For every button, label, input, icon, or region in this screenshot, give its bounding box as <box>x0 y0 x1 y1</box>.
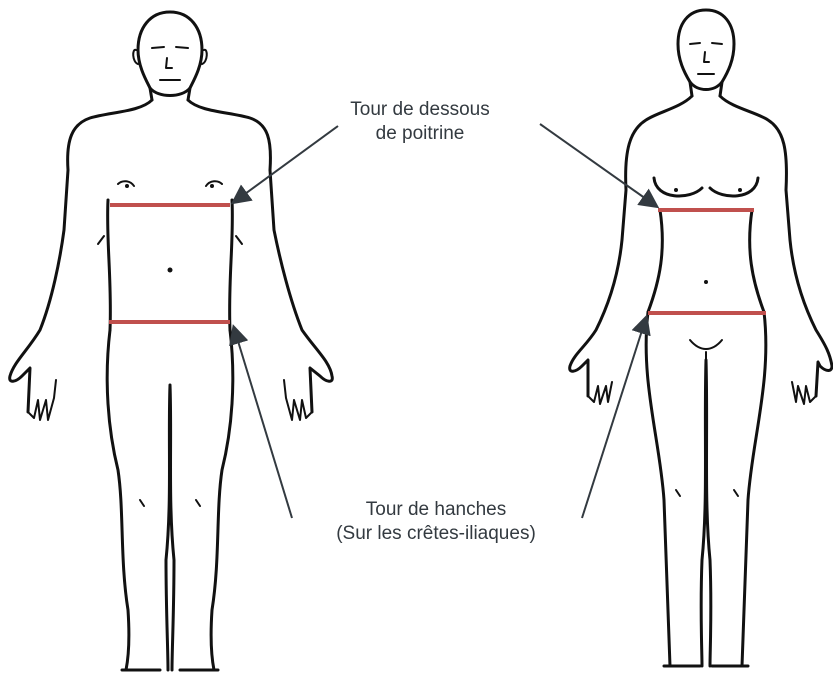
hips-label: Tour de hanches (Sur les crêtes-iliaques… <box>296 498 576 546</box>
male-figure <box>10 12 333 670</box>
hips-label-line2: (Sur les crêtes-iliaques) <box>296 522 576 546</box>
measurement-lines <box>109 205 766 322</box>
arrow-hips-male <box>234 328 292 518</box>
arrow-hips-female <box>582 318 646 518</box>
under-bust-label-line1: Tour de dessous <box>330 98 510 122</box>
under-bust-label: Tour de dessous de poitrine <box>330 98 510 146</box>
arrow-under-bust-female <box>540 124 656 206</box>
hips-label-line1: Tour de hanches <box>296 498 576 522</box>
arrow-under-bust-male <box>234 126 338 202</box>
female-figure <box>570 10 832 666</box>
under-bust-label-line2: de poitrine <box>330 122 510 146</box>
